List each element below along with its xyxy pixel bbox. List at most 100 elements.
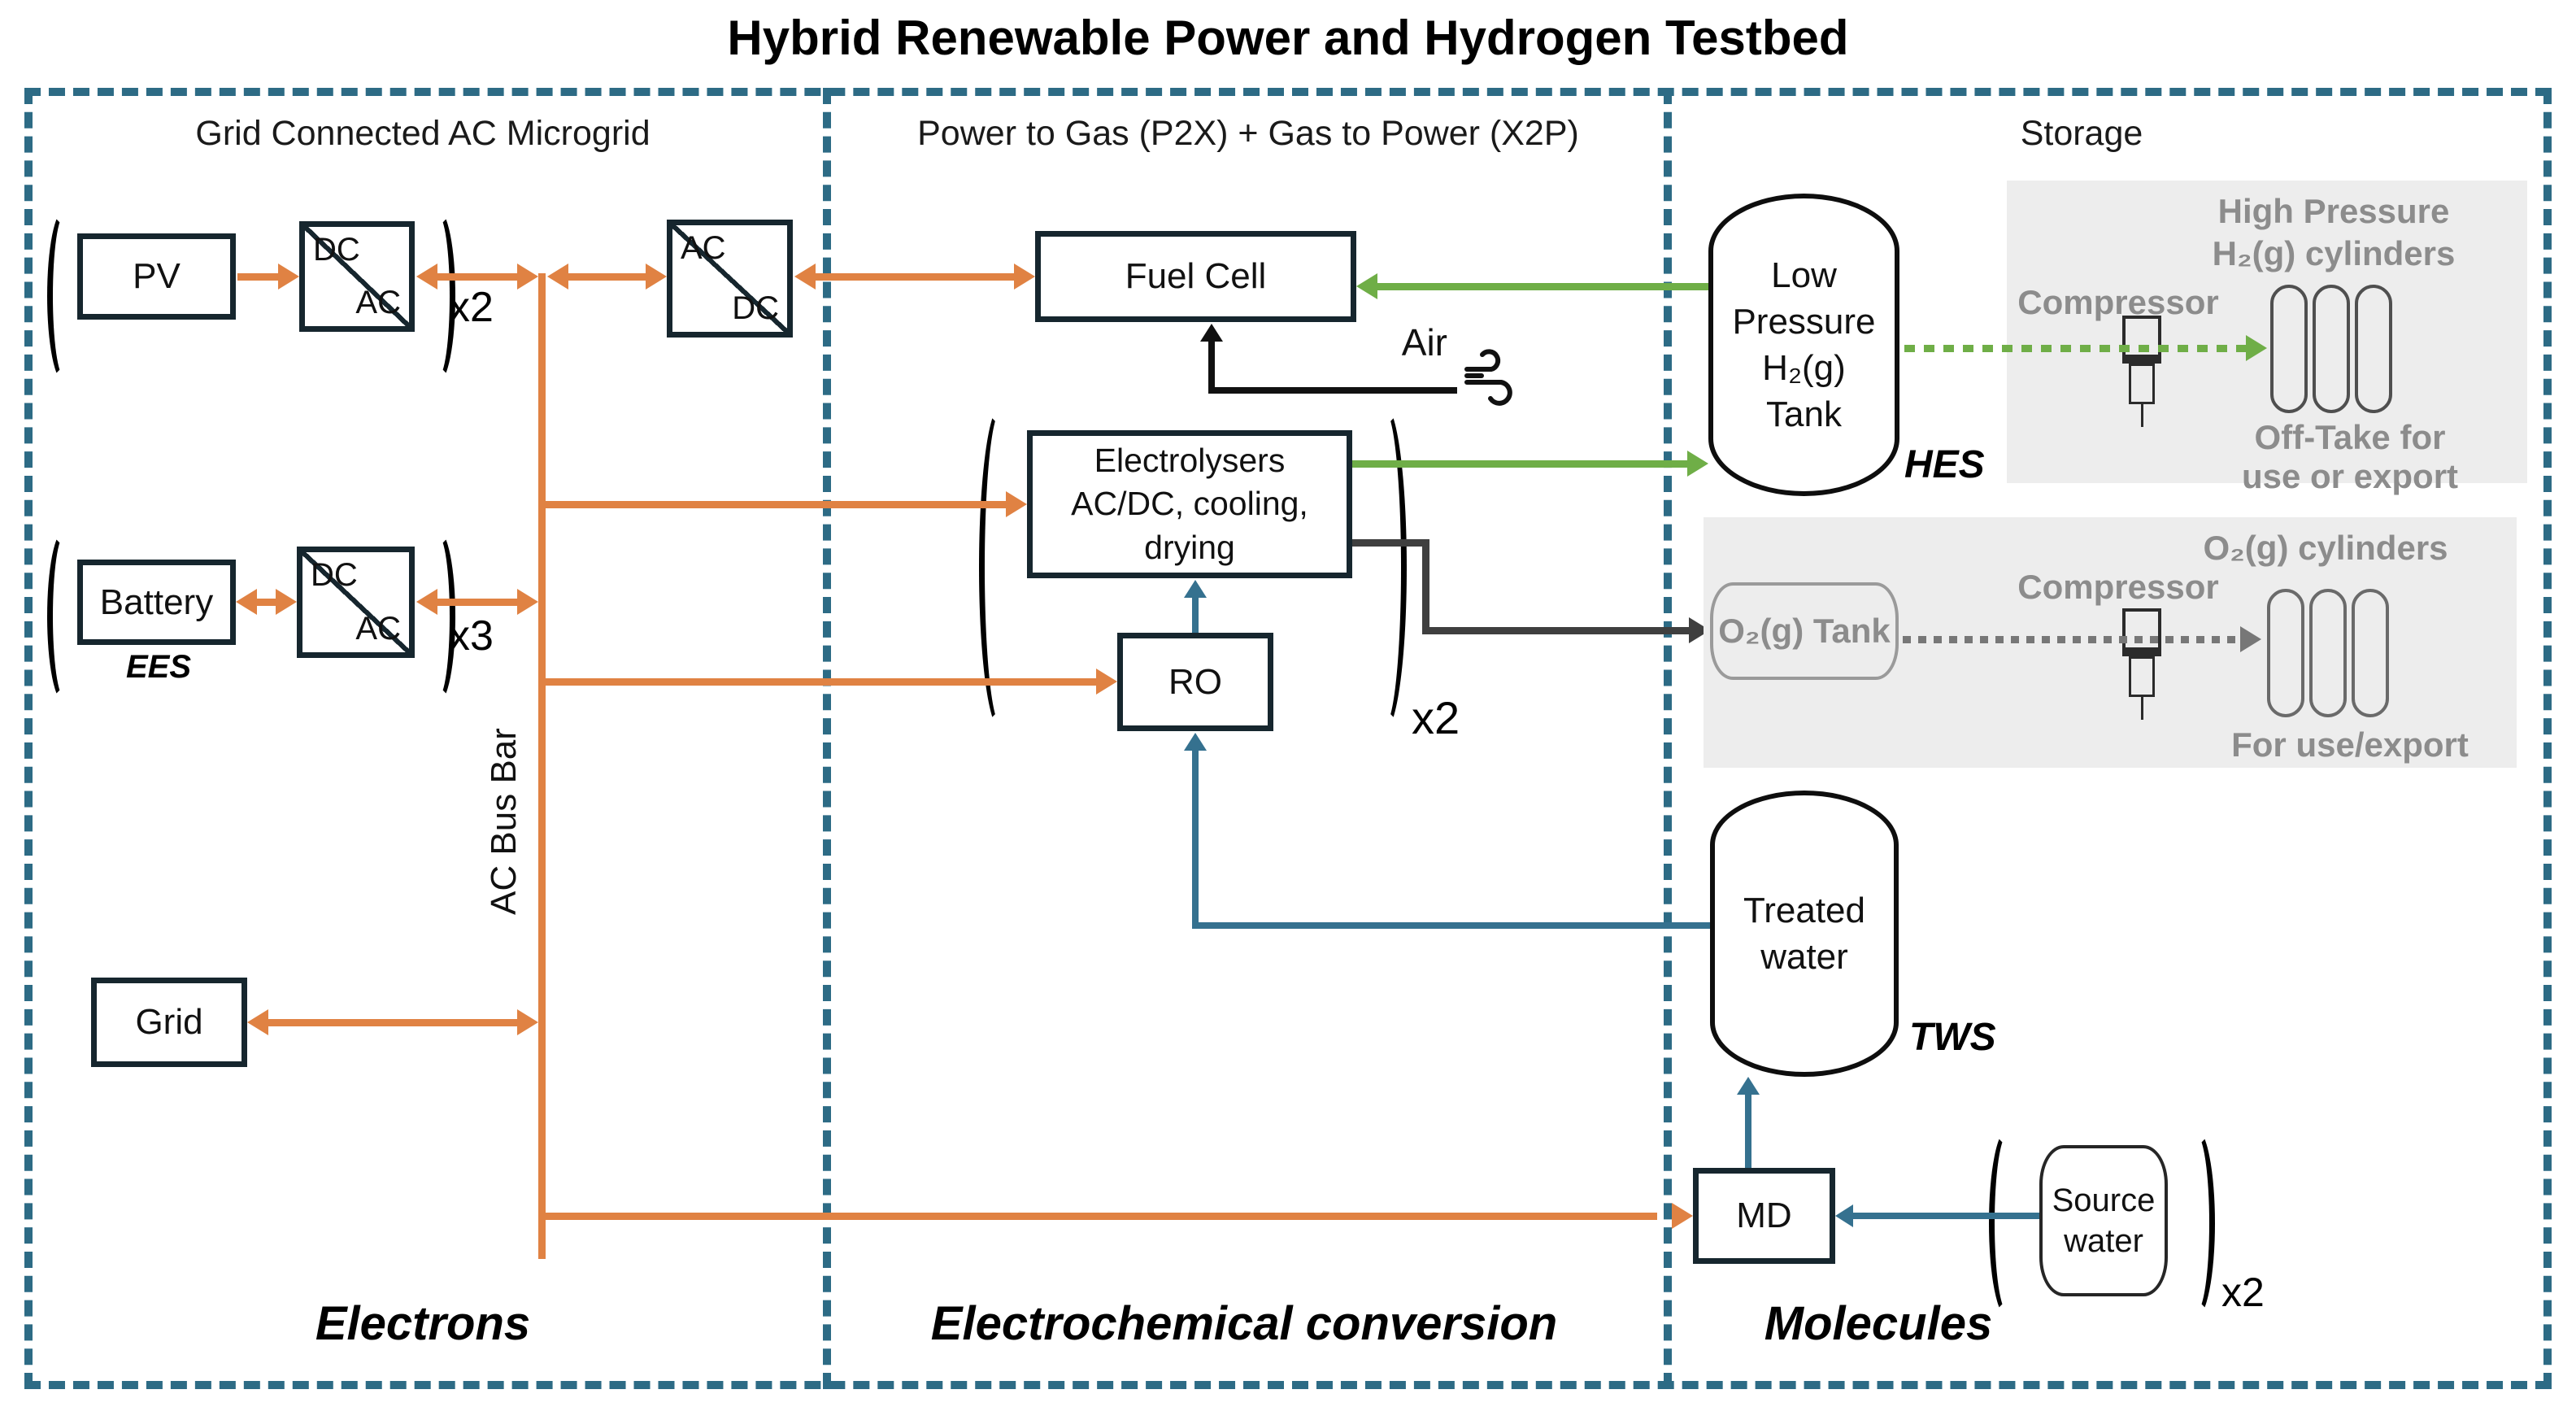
arrowhead-up-icon [1737,1077,1760,1095]
arrowhead-right-icon [1014,264,1035,290]
pv-multiplier: x2 [449,284,494,331]
treated-water-line1: Treated [1743,890,1865,930]
h2-cylinders-title-line2: H₂(g) cylinders [2212,234,2456,272]
ac-bus-bar-label: AC Bus Bar [484,728,524,915]
h2-tank-line4: Tank [1766,394,1842,435]
flow-line-battery-to-inverter [254,599,280,606]
electrolysers-node: Electrolysers AC/DC, cooling, drying [1027,430,1352,578]
pv-inverter-node: DC AC [299,221,415,332]
pv-group-paren-right [421,210,455,382]
flow-line-o2-seg3 [1422,627,1690,634]
arrowhead-right-icon [517,1009,538,1035]
flow-line-air-horizontal [1208,387,1457,394]
arrowhead-right-icon [2240,626,2261,652]
arrowhead-right-icon [1687,451,1708,477]
pv-inverter-bottom-label: AC [355,285,401,320]
arrowhead-left-icon [236,589,257,615]
battery-node: Battery [77,560,236,645]
h2-tank-line2: Pressure [1732,301,1876,342]
battery-inverter-node: DC AC [297,547,415,658]
battery-inverter-top-label: DC [311,557,358,593]
h2-cylinders-title-line1: High Pressure [2217,192,2450,230]
md-node: MD [1693,1168,1835,1264]
acdc-bottom-label: DC [732,290,779,326]
o2-tank-node: O₂(g) Tank [1710,582,1899,680]
flow-line-h2tank-to-fuelcell [1374,283,1708,290]
source-group-paren-left [1989,1129,2026,1318]
arrowhead-right-icon [276,589,297,615]
flow-line-acdc-to-fuelcell [812,273,1016,281]
section-header-conversion: Power to Gas (P2X) + Gas to Power (X2P) [917,114,1579,153]
flow-line-pv-to-inverter [237,273,283,281]
o2-compressor-label: Compressor [2017,568,2219,606]
arrowhead-left-icon [247,1009,268,1035]
arrowhead-left-icon [547,264,568,290]
arrowhead-right-icon [278,264,299,290]
arrowhead-left-icon [794,264,816,290]
pv-group-paren-left [47,210,81,382]
flow-line-air-vertical [1208,340,1215,392]
flow-line-water-to-ro-horizontal [1192,922,1712,929]
ro-node: RO [1117,633,1273,731]
flow-line-h2tank-to-cylinders [1904,345,2246,352]
battery-inverter-bottom-label: AC [355,611,401,647]
testbed-boundary [24,88,2552,1389]
flow-line-water-to-ro-vertical [1192,749,1199,927]
treated-water-tag: TWS [1909,1016,1996,1059]
arrowhead-up-icon [1184,733,1207,751]
section-footer-conversion: Electrochemical conversion [930,1297,1558,1350]
arrowhead-right-icon [517,264,538,290]
acdc-top-label: AC [681,230,726,266]
flow-line-ro-to-electrolysers [1192,596,1199,633]
ac-bus-bar [538,273,546,1259]
pv-inverter-top-label: DC [313,232,360,268]
battery-tag: EES [125,649,192,685]
flow-line-o2-seg2 [1422,539,1429,634]
h2-tank-line1: Low [1771,255,1837,295]
flow-line-grid-to-bus [265,1019,519,1026]
pv-label: PV [133,256,181,296]
treated-water-tank-node: Treated water [1710,791,1899,1077]
flow-line-electrolysers-to-h2tank [1352,460,1689,468]
h2-storage-panel [2007,181,2527,483]
flow-line-battery-inverter-to-bus [434,599,519,606]
section-footer-electrons: Electrons [315,1297,531,1350]
h2-tank-tag: HES [1904,443,1985,486]
electrolysers-line1: Electrolysers [1094,442,1286,480]
arrowhead-right-icon [1096,669,1117,695]
divider-conversion-storage [1664,88,1672,1389]
source-multiplier: x2 [2221,1270,2265,1315]
source-group-paren-right [2178,1129,2215,1318]
o2-compressor-icon [2122,608,2161,720]
arrowhead-left-icon [1835,1204,1853,1227]
electrolyser-group-paren-right [1363,405,1407,730]
battery-group-paren-left [47,530,81,703]
flow-line-source-to-md [1852,1213,2039,1219]
section-header-microgrid: Grid Connected AC Microgrid [195,114,651,153]
source-water-line2: water [2064,1223,2143,1259]
arrowhead-left-icon [1356,273,1377,299]
o2-use-note: For use/export [2231,725,2469,764]
grid-label: Grid [135,1002,203,1042]
air-label: Air [1401,321,1447,364]
o2-tank-label: O₂(g) Tank [1718,612,1891,650]
arrowhead-left-icon [416,264,437,290]
h2-offtake-note-line1: Off-Take for [2254,418,2446,456]
arrowhead-right-icon [1006,491,1027,517]
source-water-line1: Source [2052,1183,2156,1218]
battery-label: Battery [99,582,214,622]
arrowhead-up-icon [1184,580,1207,598]
section-footer-molecules: Molecules [1764,1297,1993,1350]
electrolyser-multiplier: x2 [1412,692,1460,743]
acdc-converter-node: AC DC [667,220,793,338]
h2-cylinders-icon [2270,285,2392,413]
page-title: Hybrid Renewable Power and Hydrogen Test… [727,11,1849,65]
h2-compressor-label: Compressor [2017,283,2219,321]
grid-node: Grid [91,978,247,1067]
flow-line-bus-to-acdc [565,273,647,281]
flow-line-bus-to-md [542,1213,1657,1220]
arrowhead-up-icon [1200,324,1223,342]
divider-electrons-conversion [823,88,831,1389]
wind-icon [1464,349,1512,406]
